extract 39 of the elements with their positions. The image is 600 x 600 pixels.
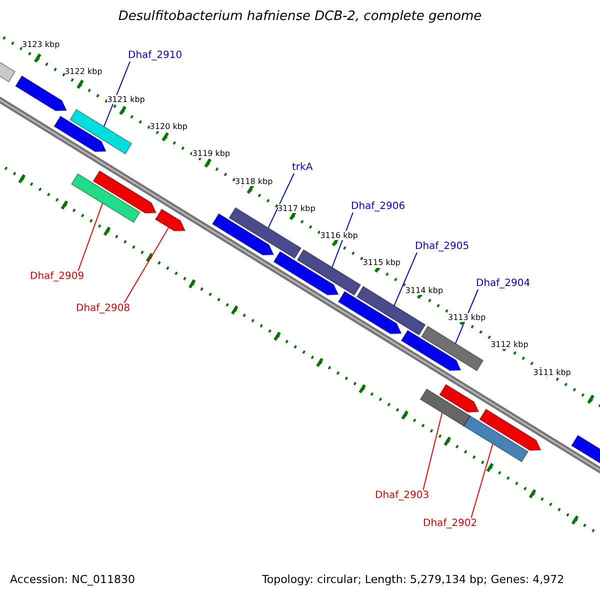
gene-label: Dhaf_2905 [415,241,470,252]
gene-label: Dhaf_2909 [30,271,84,282]
tick-label: 3111 kbp [533,368,571,377]
gene-label: Dhaf_2910 [128,50,182,62]
gene-feature [69,108,132,155]
gene-label: trkA [292,162,313,174]
tick-label: 3114 kbp [405,286,444,295]
leader-line [78,202,104,272]
gene-label: Dhaf_2902 [423,518,478,530]
gene-label: Dhaf_2906 [351,201,406,212]
leader-line [455,289,478,344]
gene-feature [228,207,302,259]
leader-line [332,212,354,268]
accession-text: Accession: NC_011830 [10,574,136,587]
gene-label: Dhaf_2908 [76,303,130,314]
gene-feature [463,415,529,462]
tick-label: 3117 kbp [278,204,316,213]
leader-line [470,443,494,518]
gene-feature [154,208,186,232]
gene-feature [296,249,362,296]
leader-line [422,412,443,490]
leader-line [394,252,418,306]
leader-line [268,173,294,228]
title: Desulfitobacterium hafniense DCB-2, complete genome [117,10,483,25]
tick-label: 3120 kbp [150,122,188,132]
gene-feature [420,388,471,427]
gene-label: Dhaf_2903 [375,490,430,502]
leader-line [124,227,170,304]
tick-label: 3122 kbp [64,67,102,76]
leader-line [104,61,130,128]
gene-feature [356,286,426,336]
tick-label: 3116 kbp [320,231,358,240]
tick-label: 3123 kbp [22,40,60,50]
gene-label: Dhaf_2904 [476,278,530,290]
gene-feature [70,173,141,224]
tick-label: 3119 kbp [192,149,230,158]
genome-info-text: Topology: circular; Length: 5,279,134 bp; Genes: 4,972 [262,574,564,587]
tick-label: 3112 kbp [490,340,528,350]
gene-feature [420,326,484,372]
